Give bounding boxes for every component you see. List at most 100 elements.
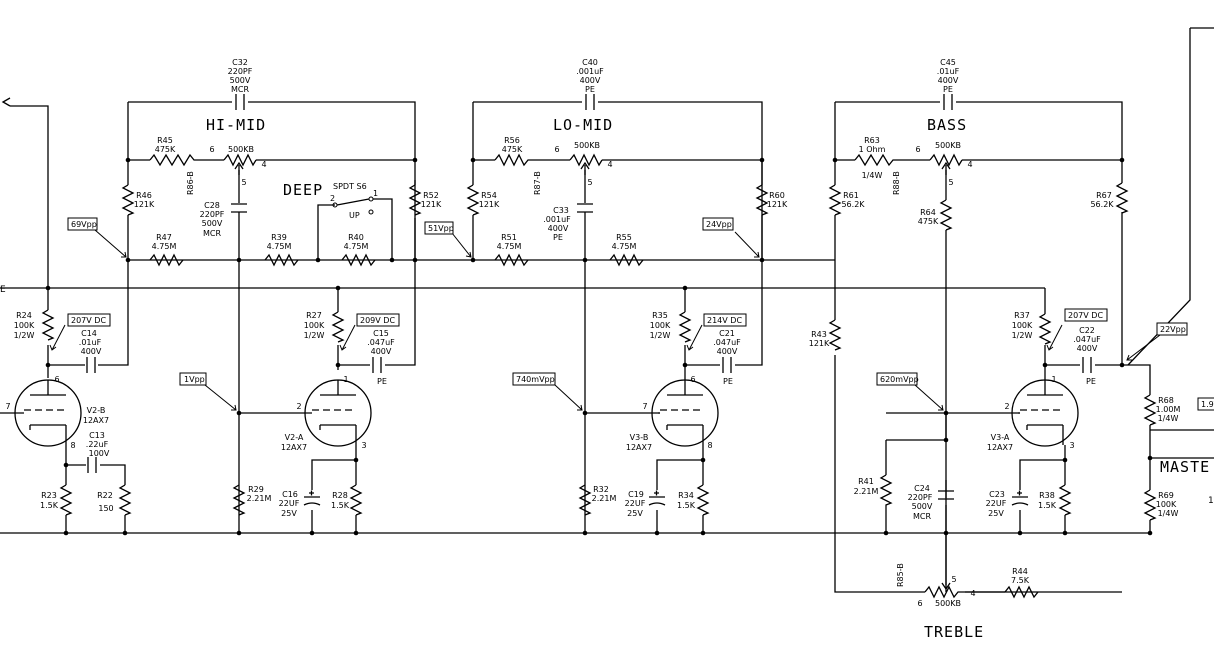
resistor-r32 [578,484,592,516]
c32-ref: C32 [232,58,248,67]
c15-pe: PE [377,377,387,386]
tube-v3b [651,379,719,447]
switch-name: SPDT S6 [333,182,367,191]
resistor-r69 [1143,489,1157,521]
c40-val: .001uF [576,67,604,76]
callout-22vpp: 22Vpp [1160,325,1186,334]
c24-ref: C24 [914,484,930,493]
component-labels: C32 220PF 500V MCR C40 .001uF 400V PE C4… [5,58,1180,608]
resistor-r55 [609,253,644,267]
c14-volt: 400V [81,347,102,356]
r64-val: 475K [918,217,939,226]
edge-text-1: 1 [1208,496,1214,506]
label-hi-mid: HI-MID [206,116,266,134]
r24-val: 100K [14,321,35,330]
capacitor-c16 [303,490,321,506]
c28-ref: C28 [204,201,220,210]
v3b-pin-plate: 6 [690,375,695,384]
r55-val: 4.75M [612,242,637,251]
capacitor-c32 [235,94,245,110]
resistor-r40 [341,253,376,267]
callout-boxes: 69Vpp 51Vpp 24Vpp 207V DC 209V DC 214V D… [67,217,1214,411]
r88-p4: 4 [967,160,972,169]
r64-ref: R64 [920,208,936,217]
r37-val: 100K [1012,321,1033,330]
c40-volt: 400V [580,76,601,85]
resistor-r51 [494,253,529,267]
r47-val: 4.75M [152,242,177,251]
r87-p5: 5 [587,178,592,187]
r85-ref: R85-B [896,563,905,587]
resistor-r23 [59,484,73,516]
resistor-r29 [232,484,246,516]
tube-v3a [1011,379,1079,447]
pot-r88-wiper [941,161,951,175]
r88-value: 500KB [935,141,961,150]
r37-ref: R37 [1014,311,1030,320]
c24-volt: 500V [912,502,933,511]
c22-pe: PE [1086,377,1096,386]
c15-val: .047uF [367,338,395,347]
r60-val: 121K [767,200,788,209]
resistor-r56 [494,153,530,167]
v3a-pin-grid: 2 [1004,402,1009,411]
c22-volt: 400V [1077,344,1098,353]
callout-620mvpp: 620mVpp [880,375,919,384]
r52-ref: R52 [423,191,439,200]
switch-up: UP [349,211,360,220]
v2b-pin-grid: 7 [5,402,10,411]
c16-val: 22UF [279,499,300,508]
r88-p6: 6 [915,145,920,154]
pot-r86 [223,153,257,167]
c16-volt: 25V [281,509,297,518]
r67-val: 56.2K [1090,200,1114,209]
pot-references: R86-B R87-B R88-B R85-B [186,171,905,587]
c15-volt: 400V [371,347,392,356]
r40-val: 4.75M [344,242,369,251]
v3a-type: 12AX7 [987,443,1013,452]
r28-ref: R28 [332,491,348,500]
c19-volt: 25V [627,509,643,518]
resistor-r43 [828,319,842,351]
r38-val: 1.5K [1038,501,1057,510]
label-master: MASTE [1160,458,1210,476]
resistor-r67 [1115,182,1129,214]
c21-pe: PE [723,377,733,386]
r51-ref: R51 [501,233,517,242]
tube-v2a [304,379,372,447]
c28-val: 220PF [200,210,225,219]
tube-v2b [14,379,82,447]
resistor-r24 [41,309,55,341]
capacitor-c33 [577,203,593,223]
resistor-r41 [879,474,893,510]
c32-volt: 500V [230,76,251,85]
v2a-pin-grid: 2 [296,402,301,411]
c23-val: 22UF [986,499,1007,508]
resistor-r28 [349,484,363,516]
capacitor-c15 [372,357,382,373]
switch-pos2: 2 [330,194,335,203]
r41-ref: R41 [858,477,874,486]
pot-r86-wiper [234,161,244,175]
r38-ref: R38 [1039,491,1055,500]
c13-volt: 100V [89,449,110,458]
c28-volt: 500V [202,219,223,228]
c28-type: MCR [203,229,221,238]
r87-value: 500KB [574,141,600,150]
r27-ref: R27 [306,311,322,320]
r35-watt: 1/2W [650,331,671,340]
r45-ref: R45 [157,136,173,145]
v3b-pin-cath: 8 [707,441,712,450]
junction-dots [45,157,1153,536]
r68-watt: 1/4W [1158,414,1179,423]
edge-text-e: E [0,285,6,295]
r47-ref: R47 [156,233,172,242]
capacitor-c14 [86,357,96,373]
r88-ref: R88-B [892,171,901,195]
v3b-type: 12AX7 [626,443,652,452]
c16-ref: C16 [282,490,298,499]
capacitor-c19 [648,490,666,506]
r85-value: 500KB [935,599,961,608]
callout-207vdc-b: 207V DC [1068,311,1103,320]
